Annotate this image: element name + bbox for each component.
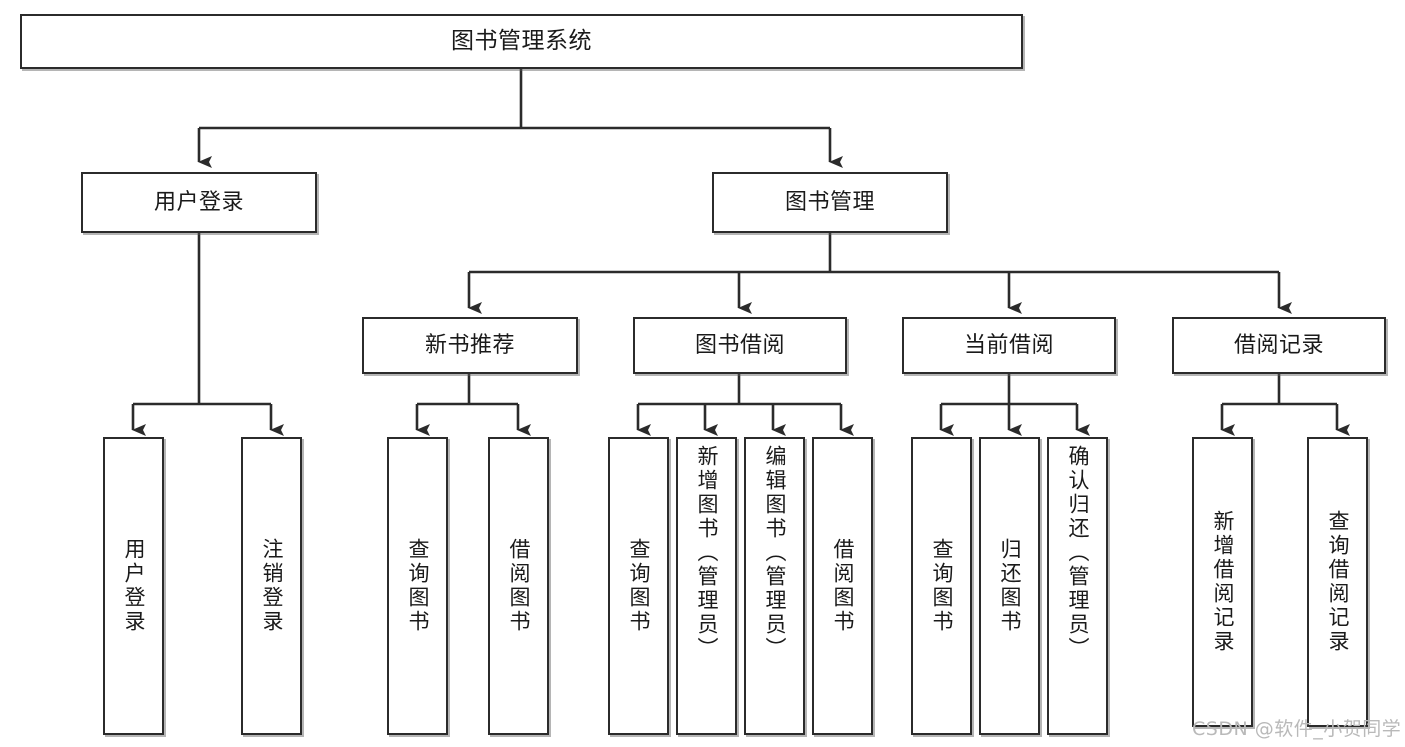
node-label: 借阅图书 [507, 538, 531, 634]
node-label: 查询借阅记录 [1326, 510, 1350, 654]
node-label: 新增图书（管理员） [695, 445, 719, 661]
watermark-csdn: CSDN @软件_小贺同学 [1192, 718, 1402, 740]
node-label: 查询图书 [930, 538, 954, 634]
node-borrow-record[interactable]: 借阅记录 [1172, 317, 1386, 374]
node-label: 用户登录 [122, 538, 146, 634]
node-label: 新书推荐 [424, 332, 515, 358]
leaf-borrow-record-add-record[interactable]: 新增借阅记录 [1192, 437, 1253, 727]
node-label: 注销登录 [260, 538, 284, 634]
node-label: 当前借阅 [963, 332, 1054, 358]
node-label: 查询图书 [627, 538, 651, 634]
leaf-current-borrow-confirm-return-admin[interactable]: 确认归还（管理员） [1047, 437, 1108, 735]
leaf-current-borrow-query-book[interactable]: 查询图书 [911, 437, 972, 735]
node-label: 查询图书 [406, 538, 430, 634]
node-label: 图书借阅 [694, 332, 785, 358]
node-label: 新增借阅记录 [1211, 510, 1235, 654]
node-label: 图书管理系统 [451, 27, 592, 54]
node-book-management[interactable]: 图书管理 [712, 172, 948, 233]
node-label: 用户登录 [153, 189, 244, 215]
leaf-user-login-logout[interactable]: 注销登录 [241, 437, 302, 735]
node-user-login[interactable]: 用户登录 [81, 172, 317, 233]
node-label: 图书管理 [784, 189, 875, 215]
leaf-borrow-record-query-record[interactable]: 查询借阅记录 [1307, 437, 1368, 727]
node-label: 归还图书 [998, 538, 1022, 634]
node-book-borrow[interactable]: 图书借阅 [633, 317, 847, 374]
node-label: 确认归还（管理员） [1066, 445, 1090, 661]
node-new-book-recommend[interactable]: 新书推荐 [362, 317, 578, 374]
leaf-book-borrow-add-book-admin[interactable]: 新增图书（管理员） [676, 437, 737, 735]
leaf-current-borrow-return-book[interactable]: 归还图书 [979, 437, 1040, 735]
leaf-book-borrow-edit-book-admin[interactable]: 编辑图书（管理员） [744, 437, 805, 735]
leaf-new-book-borrow-book[interactable]: 借阅图书 [488, 437, 549, 735]
leaf-book-borrow-query-book[interactable]: 查询图书 [608, 437, 669, 735]
leaf-new-book-query-book[interactable]: 查询图书 [387, 437, 448, 735]
node-label: 借阅记录 [1233, 332, 1324, 358]
leaf-user-login-login[interactable]: 用户登录 [103, 437, 164, 735]
leaf-book-borrow-borrow-book[interactable]: 借阅图书 [812, 437, 873, 735]
node-label: 借阅图书 [831, 538, 855, 634]
node-label: 编辑图书（管理员） [763, 445, 787, 661]
node-current-borrow[interactable]: 当前借阅 [902, 317, 1116, 374]
node-root-book-management-system[interactable]: 图书管理系统 [20, 14, 1023, 69]
